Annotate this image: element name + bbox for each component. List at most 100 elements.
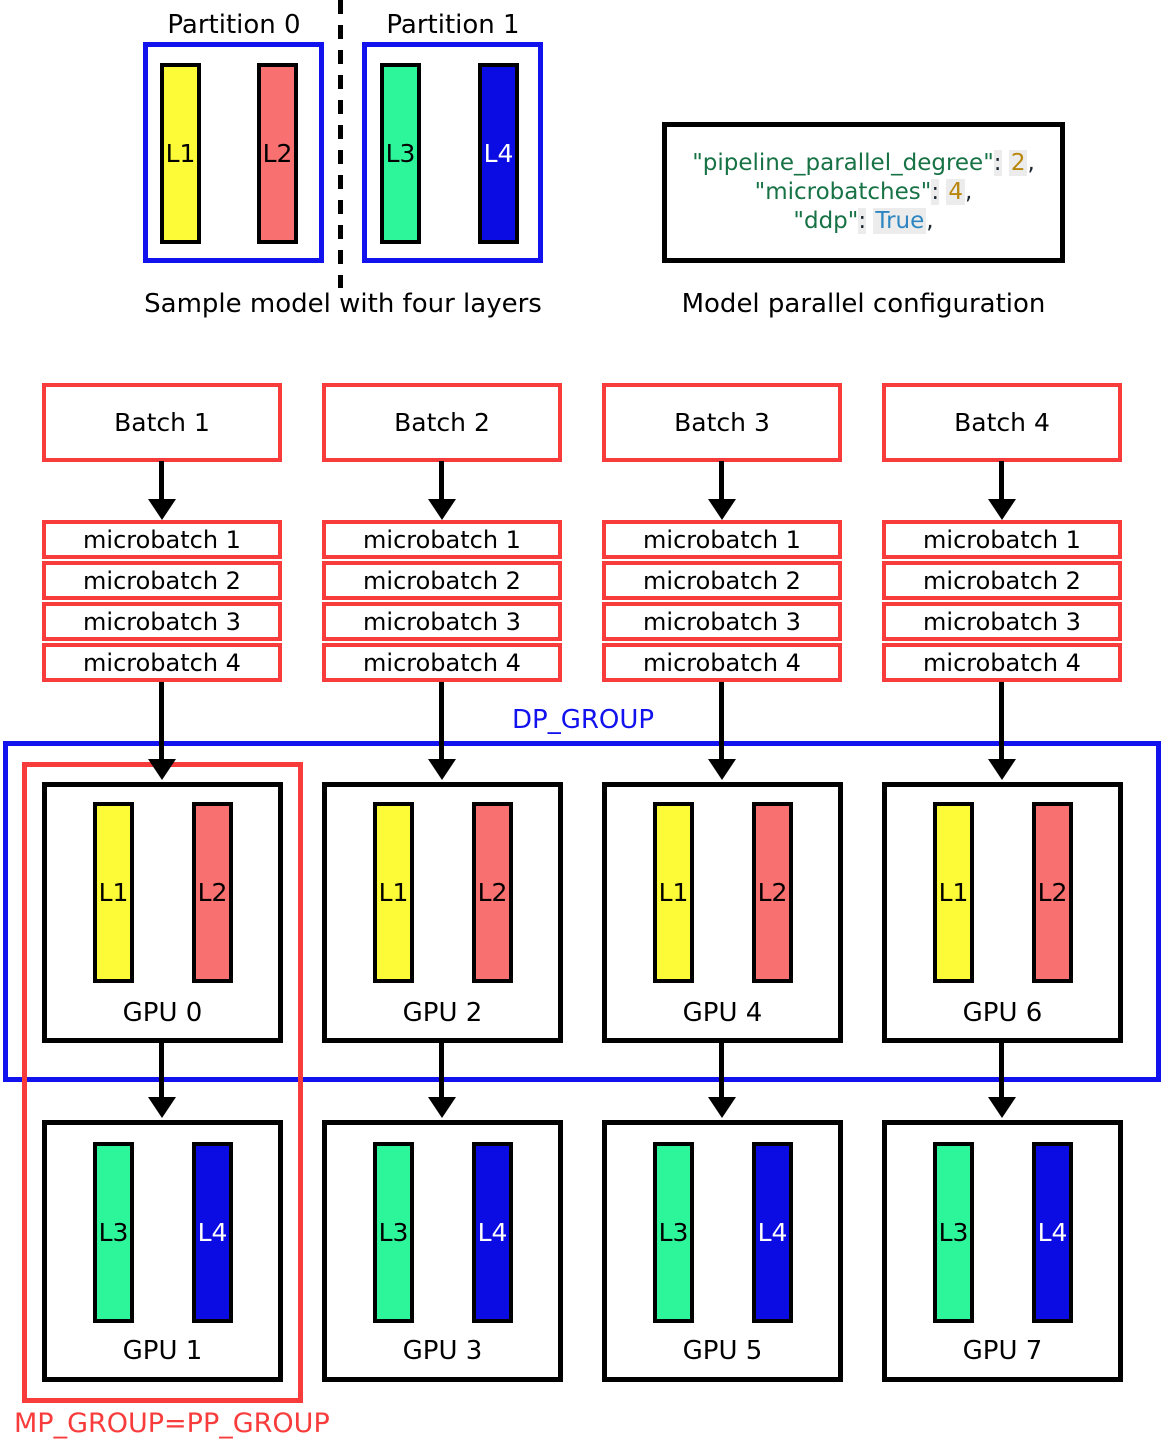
arrow-microbatches-to-gpu2 [428,682,456,780]
microbatch-box: microbatch 3 [322,602,562,641]
microbatch-box: microbatch 4 [42,643,282,682]
arrow-gpu4-to-gpu5 [708,1043,736,1118]
arrow-batch4-to-microbatches [988,461,1016,520]
layer-l2-label: L2 [262,139,293,168]
layer-l4-bar: L4 [192,1142,233,1323]
microbatch-box: microbatch 4 [322,643,562,682]
batch-3-box: Batch 3 [602,383,842,462]
partition-0-label: Partition 0 [167,10,301,40]
config-value: True [873,208,927,234]
microbatch-label: microbatch 2 [923,566,1081,595]
layer-l1-label: L1 [165,139,196,168]
config-key: "pipeline_parallel_degree" [692,150,994,176]
batch-1-label: Batch 1 [114,408,210,437]
microbatch-label: microbatch 2 [363,566,521,595]
gpu-3-label: GPU 3 [402,1336,483,1366]
microbatch-label: microbatch 3 [643,607,801,636]
config-code-box: "pipeline_parallel_degree": 2, "microbat… [662,122,1065,263]
config-caption: Model parallel configuration [681,289,1046,319]
microbatch-label: microbatch 1 [643,525,801,554]
microbatch-label: microbatch 3 [923,607,1081,636]
microbatch-label: microbatch 1 [83,525,241,554]
arrow-gpu0-to-gpu1 [148,1043,176,1118]
layer-l3-bar: L3 [93,1142,134,1323]
layer-l4-label: L4 [757,1218,788,1247]
microbatch-box: microbatch 3 [42,602,282,641]
arrow-microbatches-to-gpu4 [708,682,736,780]
gpu-4-label: GPU 4 [682,998,763,1028]
microbatch-label: microbatch 4 [363,648,521,677]
layer-l4-label: L4 [1037,1218,1068,1247]
dp-group-box [3,741,1161,1082]
config-colon: : [993,150,1002,176]
config-line-ddp: "ddp": True, [793,207,934,236]
batch-1-box: Batch 1 [42,383,282,462]
layer-l2-bar: L2 [192,802,233,983]
layer-l4-bar: L4 [478,63,519,244]
microbatch-label: microbatch 1 [923,525,1081,554]
microbatch-label: microbatch 4 [923,648,1081,677]
model-caption: Sample model with four layers [144,289,542,319]
layer-l2-label: L2 [197,878,228,907]
microbatch-box: microbatch 1 [882,520,1122,559]
layer-l3-bar: L3 [933,1142,974,1323]
batch-3-label: Batch 3 [674,408,770,437]
dp-group-label: DP_GROUP [512,705,655,735]
layer-l3-label: L3 [938,1218,969,1247]
config-comma: , [1027,150,1035,176]
microbatch-box: microbatch 2 [42,561,282,600]
microbatch-label: microbatch 3 [83,607,241,636]
layer-l3-label: L3 [385,139,416,168]
gpu-0-box: L1 L2 GPU 0 [42,782,283,1043]
layer-l1-bar: L1 [93,802,134,983]
layer-l2-label: L2 [1037,878,1068,907]
layer-l3-bar: L3 [653,1142,694,1323]
layer-l3-label: L3 [658,1218,689,1247]
arrow-batch1-to-microbatches [148,461,176,520]
gpu-7-label: GPU 7 [962,1336,1043,1366]
layer-l3-label: L3 [378,1218,409,1247]
microbatch-box: microbatch 4 [602,643,842,682]
config-comma: , [965,179,973,205]
layer-l3-bar: L3 [373,1142,414,1323]
microbatch-box: microbatch 2 [602,561,842,600]
gpu-5-label: GPU 5 [682,1336,763,1366]
layer-l2-bar: L2 [472,802,513,983]
gpu-2-label: GPU 2 [402,998,483,1028]
microbatch-box: microbatch 2 [322,561,562,600]
gpu-5-box: L3 L4 GPU 5 [602,1120,843,1382]
gpu-6-label: GPU 6 [962,998,1043,1028]
partition-divider-dashed-line [338,0,343,288]
layer-l4-bar: L4 [752,1142,793,1323]
layer-l1-bar: L1 [160,63,201,244]
partition-1-label: Partition 1 [386,10,520,40]
config-value: 4 [946,179,966,205]
arrow-gpu6-to-gpu7 [988,1043,1016,1118]
microbatch-label: microbatch 4 [83,648,241,677]
arrow-gpu2-to-gpu3 [428,1043,456,1118]
microbatch-label: microbatch 2 [643,566,801,595]
layer-l4-label: L4 [197,1218,228,1247]
layer-l1-bar: L1 [933,802,974,983]
layer-l2-bar: L2 [752,802,793,983]
layer-l2-bar: L2 [257,63,298,244]
config-key: "ddp" [793,208,859,234]
config-value: 2 [1008,150,1028,176]
batch-2-box: Batch 2 [322,383,562,462]
layer-l2-label: L2 [757,878,788,907]
layer-l1-label: L1 [658,878,689,907]
layer-l4-bar: L4 [472,1142,513,1323]
batch-2-label: Batch 2 [394,408,490,437]
layer-l2-label: L2 [477,878,508,907]
gpu-7-box: L3 L4 GPU 7 [882,1120,1123,1382]
microbatch-box: microbatch 2 [882,561,1122,600]
config-comma: , [926,208,934,234]
layer-l1-bar: L1 [373,802,414,983]
microbatch-box: microbatch 1 [602,520,842,559]
layer-l1-label: L1 [938,878,969,907]
partition-1-box: L3 L4 [362,42,543,263]
layer-l4-label: L4 [477,1218,508,1247]
gpu-1-label: GPU 1 [122,1336,203,1366]
arrow-batch2-to-microbatches [428,461,456,520]
